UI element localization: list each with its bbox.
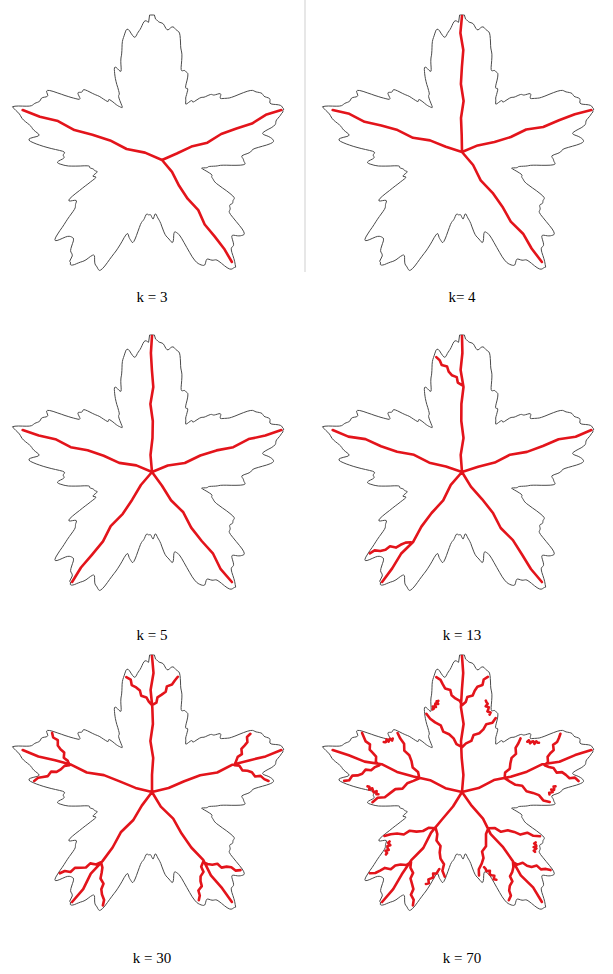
k-value-label: k = 30 [131, 950, 173, 967]
skeleton-branches [23, 656, 282, 905]
k-value-label: k = 3 [135, 289, 170, 306]
leaf-outline [13, 15, 284, 270]
leaf-outline [323, 15, 594, 270]
leaf-outline [323, 335, 594, 590]
k-value-label: k = 13 [441, 627, 483, 644]
skeleton-branches [333, 16, 592, 262]
k-value-label: k = 5 [135, 627, 170, 644]
k-value-label: k= 4 [446, 289, 477, 306]
leaf-outline [13, 335, 284, 590]
leaf-outline [323, 655, 594, 910]
k-value-label: k = 70 [441, 950, 483, 967]
skeleton-branches [23, 110, 282, 262]
leaf-outline [13, 655, 284, 910]
divider-line [305, 0, 306, 272]
skeleton-branches [333, 336, 592, 582]
skeleton-branches [333, 656, 592, 905]
skeleton-branches [23, 336, 282, 582]
